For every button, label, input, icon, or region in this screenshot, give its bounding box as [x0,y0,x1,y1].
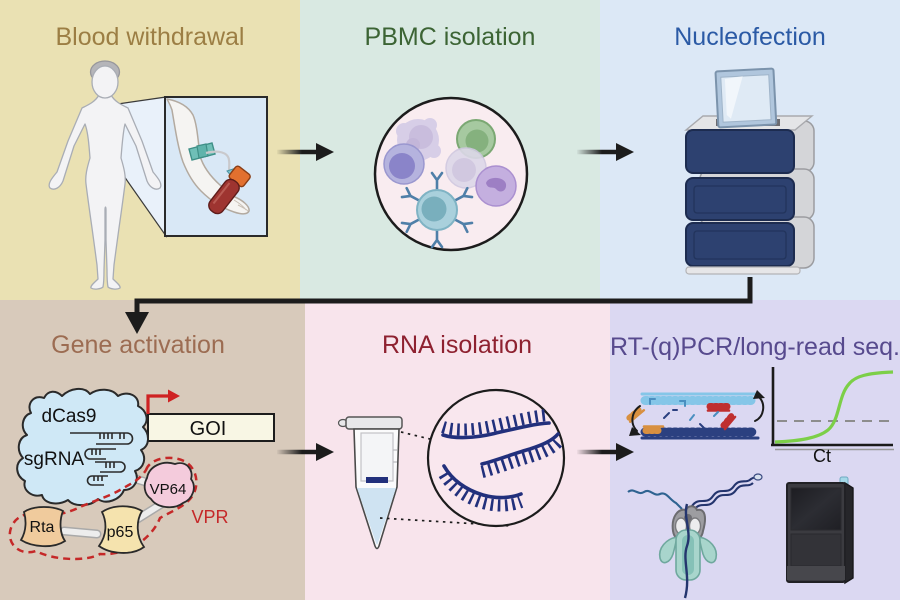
dcas9-label: dCas9 [42,406,97,427]
y-receptors-icon [400,171,474,249]
sequencer-device-icon [786,476,854,585]
rtqpcr-illustration: Ct [626,367,894,599]
ct-label: Ct [813,446,831,466]
body-silhouette [48,94,162,290]
title-blood-withdrawal: Blood withdrawal [56,23,245,51]
arrow-rna-to-rtqpcr [577,443,634,461]
goi-box [147,413,275,442]
tube-liquid [357,488,396,545]
blood-withdrawal-illustration [48,60,268,290]
device-units [685,129,795,267]
goi-label: GOI [190,418,227,440]
blood-collection-tube-icon [208,165,251,215]
venipuncture-inset [164,96,268,237]
qpcr-plot: Ct [771,367,894,466]
arm [166,98,250,215]
sgrna-hairpins-icon [70,432,134,486]
threading-strand [683,503,690,599]
dna-helix [691,475,759,511]
rna-strands-icon [438,409,563,512]
vp64-blob [143,461,195,509]
human-figure-icon [48,60,162,290]
graduation-marks [393,449,397,463]
magnification-dashes [379,431,513,527]
tube-highlight [212,182,231,205]
rna-isolation-illustration [337,388,566,550]
amplification-curve [774,370,894,444]
pore-protein-body [658,529,718,581]
left-dna-squiggle [627,489,683,510]
rta-blob [19,506,67,548]
device-foot [787,566,845,580]
lymphocyte-cell [383,143,425,185]
tourniquet-knot [196,143,209,159]
cycle-arrows [629,390,765,436]
title-pbmc-isolation: PBMC isolation [365,23,536,51]
flow-arrows [125,143,753,461]
title-nucleofection: Nucleofection [674,23,825,51]
microcentrifuge-tube-icon [337,416,403,550]
device-unit-insets [693,185,787,260]
device-base [685,266,801,275]
promoter-arrow-icon [146,389,180,414]
head [91,65,119,99]
device-door [790,533,842,567]
nucleofector-icon [684,67,815,275]
title-rt-qpcr: RT-(q)PCR/long-read seq. [610,333,900,361]
free-reverse-primer [720,413,737,431]
title-rna-isolation: RNA isolation [382,331,532,359]
device-screen [714,67,778,129]
device-side [844,481,854,585]
p65-label: p65 [107,524,134,541]
rta-label: Rta [30,519,55,536]
tube-body [208,178,240,215]
purple-monocyte-cell [475,165,517,207]
crispra-complex-illustration: GOI dCas9 sgRNA VP64 p65 Rta VPR [8,388,275,561]
rna-pellet-band [366,477,388,483]
pcr-schematic-icon [626,390,765,440]
b-cell-with-receptors [400,171,474,249]
device-display [790,487,842,531]
sgrna-label: sgRNA [24,449,85,470]
free-nucleotides [649,398,719,429]
vpr-dashed-outline [8,456,198,561]
arrow-nucleofection-to-gene-activation [125,277,753,334]
tube-inner-chamber [360,432,394,482]
p65-blob [97,505,146,554]
helix-end-cap [753,473,763,481]
title-gene-activation: Gene activation [51,331,225,359]
pbmc-cells-illustration [373,96,529,252]
arrow-gene-activation-to-rna [277,443,334,461]
arrow-blood-to-pbmc [277,143,334,161]
screen-glare [724,76,743,119]
arrow-pbmc-to-nucleofection [577,143,634,161]
nanopore-icon [627,473,763,599]
vpr-label: VPR [191,507,228,527]
vp64-label: VP64 [150,481,187,498]
finger-lines [233,199,249,212]
